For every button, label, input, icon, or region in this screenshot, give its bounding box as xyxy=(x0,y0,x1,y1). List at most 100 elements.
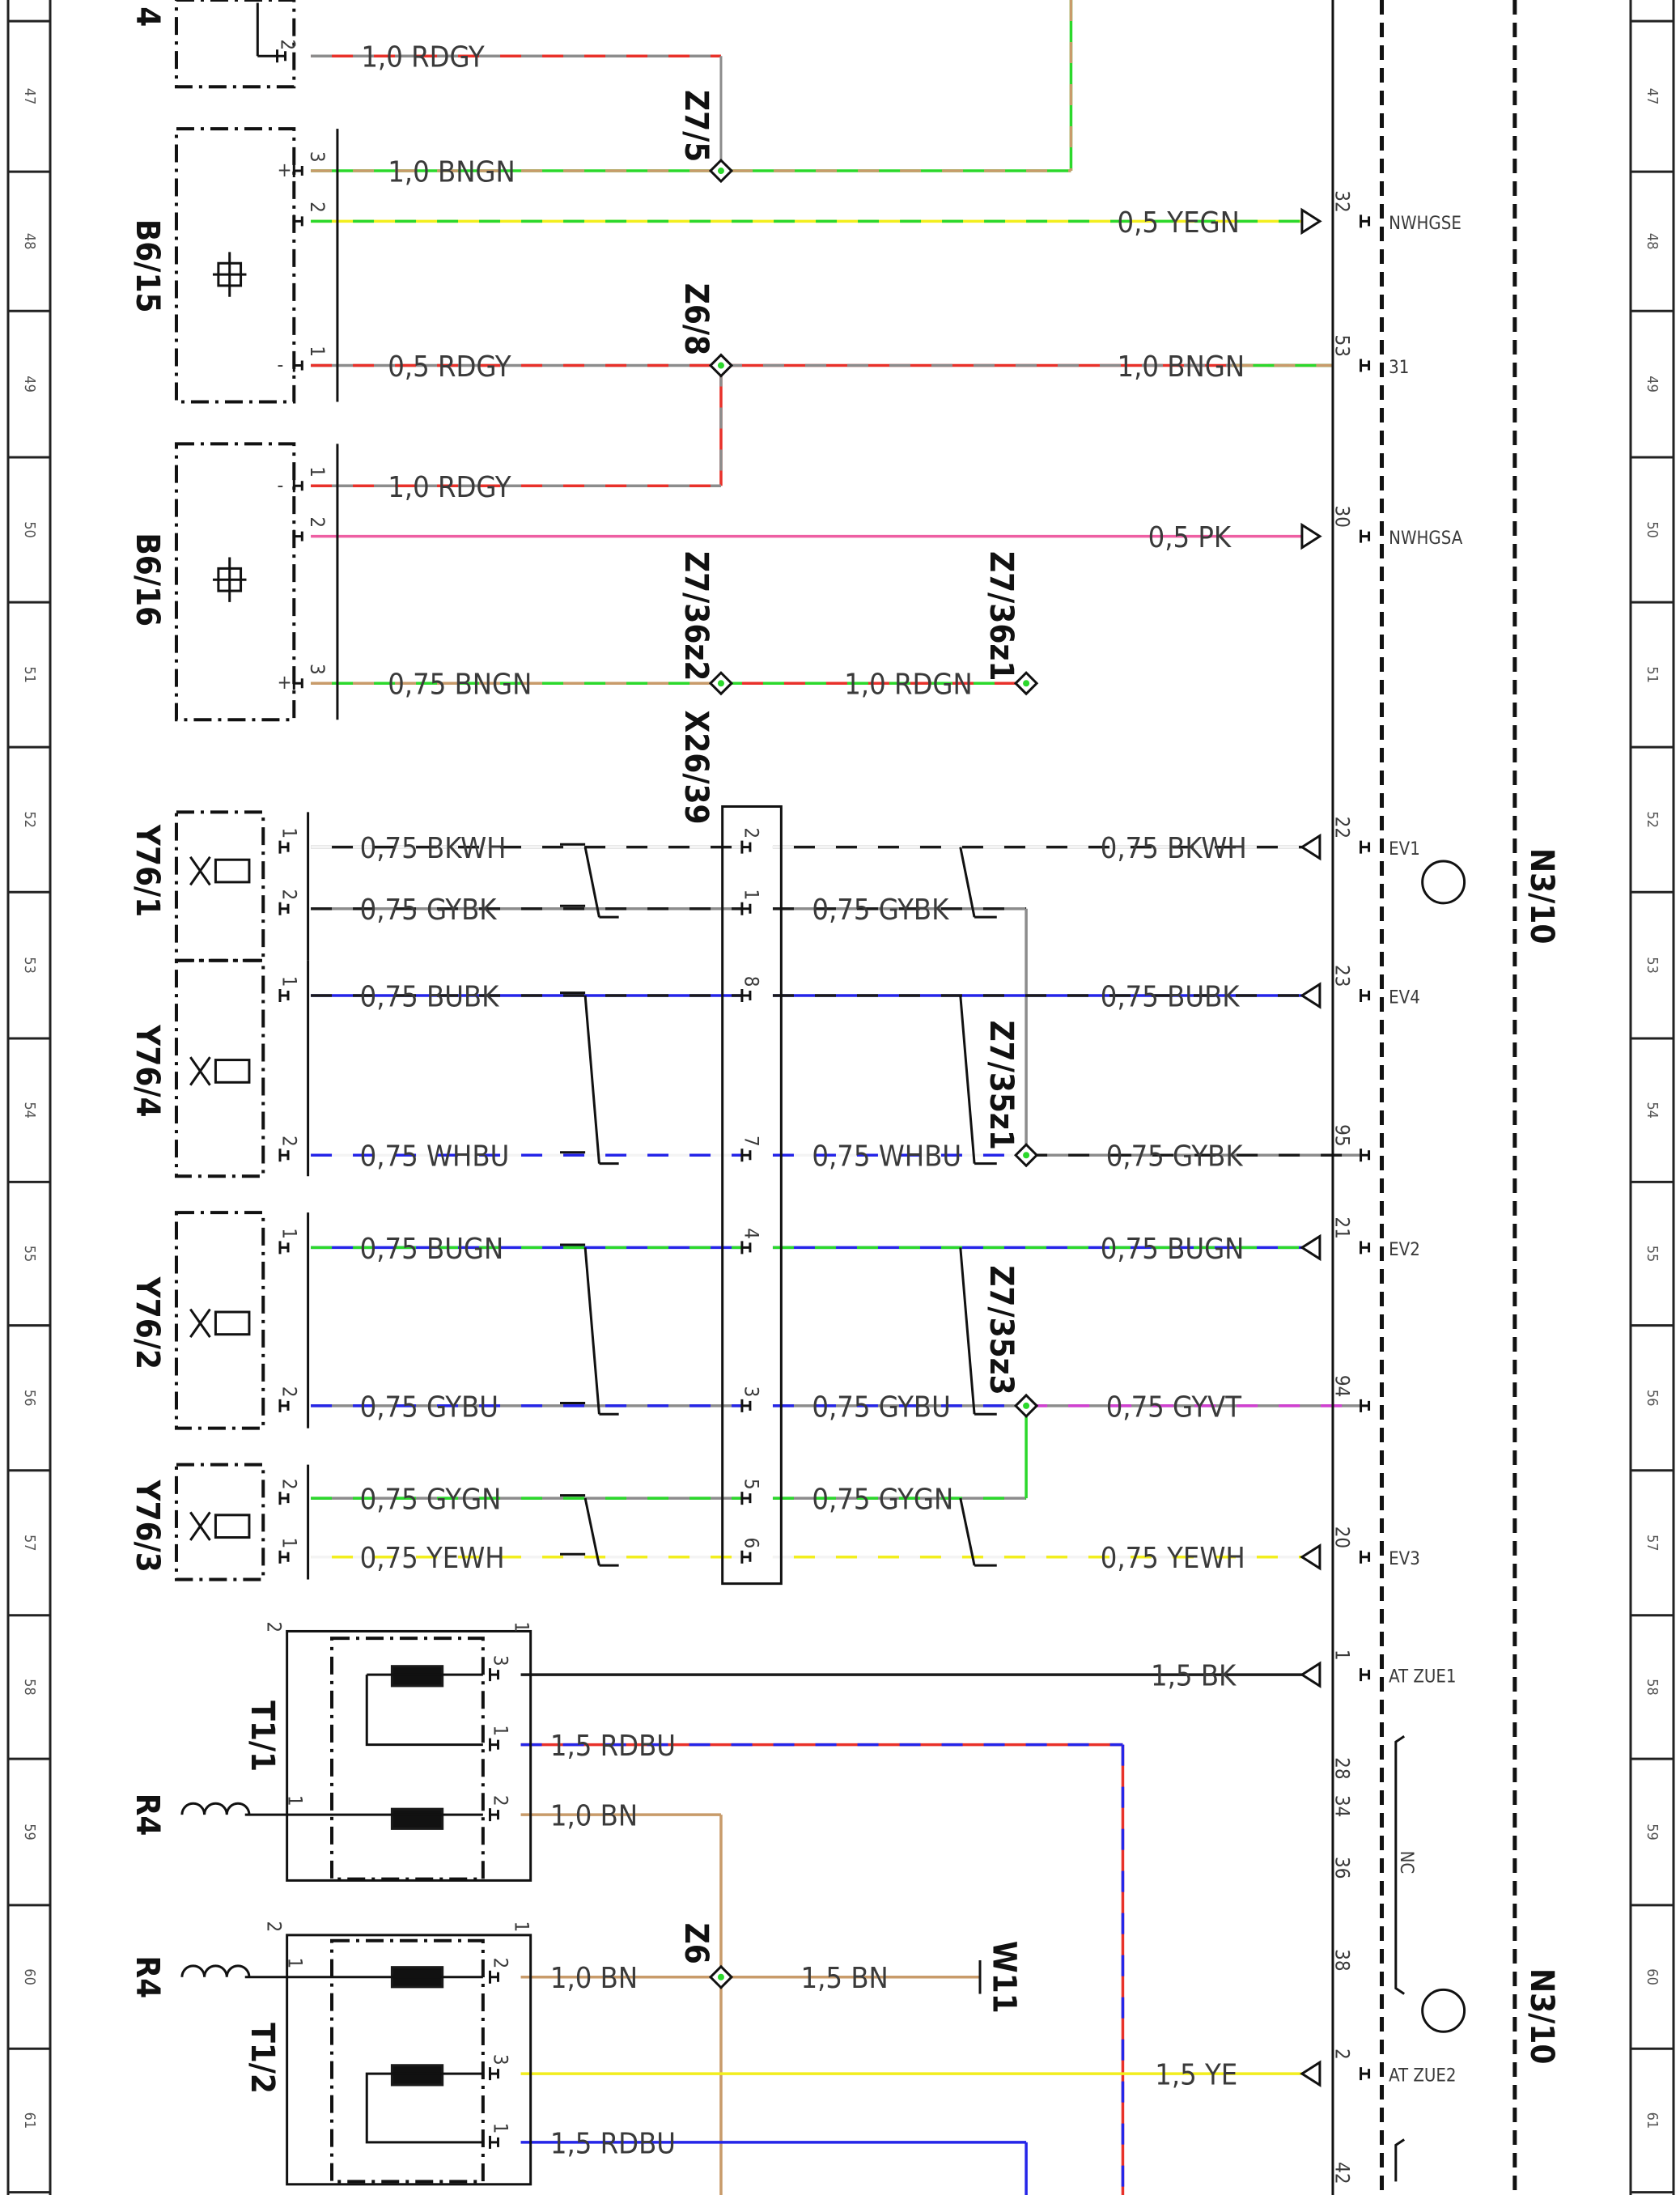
pin-connector xyxy=(1360,1399,1371,1412)
component-label: Y76/3 xyxy=(129,1480,166,1573)
pin-connector xyxy=(489,1970,499,1984)
pin-connector xyxy=(1360,1148,1371,1162)
row-number-left: 50 xyxy=(21,521,38,538)
pin-label: 2 xyxy=(278,1136,300,1147)
twist-marker xyxy=(583,1497,600,1566)
pin-label: 95 xyxy=(1330,1124,1353,1146)
splice-label: Z7/35z1 xyxy=(982,1021,1020,1150)
valve-icon xyxy=(189,1308,211,1339)
signal-label: AT ZUE2 xyxy=(1389,2066,1456,2087)
pin-connector xyxy=(1360,1550,1371,1564)
valve-icon xyxy=(189,1056,211,1086)
twist-marker xyxy=(959,847,976,918)
solenoid-icon xyxy=(214,1310,251,1336)
twist-marker xyxy=(583,1247,600,1415)
pin-label: 3 xyxy=(306,151,329,163)
arrow-in-icon xyxy=(1300,1661,1322,1688)
pin-label: 3 xyxy=(490,1655,512,1666)
pin-label: 34 xyxy=(1330,1795,1353,1817)
splice-z6 xyxy=(708,1964,734,1989)
wire-label: 0,75 YEWH xyxy=(360,1542,505,1575)
splice-dot xyxy=(1023,1402,1030,1409)
pin-connector xyxy=(489,2135,499,2149)
row-number-left: 49 xyxy=(21,376,38,393)
spark-plug-icon xyxy=(180,1964,251,1977)
pin-label: 2 xyxy=(278,1386,300,1398)
pin-label: 1 xyxy=(490,2123,512,2134)
polarity-label: - xyxy=(278,354,284,376)
component-box-top xyxy=(174,0,296,89)
coil-wire xyxy=(365,1675,483,1747)
pin-connector xyxy=(1360,840,1371,854)
component-label: N3/10 xyxy=(1523,1968,1560,2064)
splice-dot xyxy=(717,362,724,369)
pin-label: 21 xyxy=(1330,1216,1353,1238)
pin-connector xyxy=(1360,359,1371,372)
pin-label: 28 xyxy=(1330,1757,1353,1779)
pin-connector xyxy=(292,164,303,178)
row-number-left: 57 xyxy=(21,1535,38,1552)
arrow-in-icon xyxy=(1300,982,1322,1009)
component-box-y76_2 xyxy=(174,1211,265,1430)
splice-label: Z7/5 xyxy=(677,90,715,162)
wire-label: 0,75 BNGN xyxy=(388,669,532,702)
splice-label: Z7/36z2 xyxy=(677,551,715,681)
component-box-t1-2 xyxy=(330,1938,485,2184)
signal-label: EV4 xyxy=(1389,987,1420,1008)
row-number-left: 58 xyxy=(21,1679,38,1696)
splice-z7-36z2 xyxy=(708,671,734,696)
component-label: Y76/1 xyxy=(129,824,166,917)
component-box-t1-1 xyxy=(330,1637,485,1881)
component-label: B6/16 xyxy=(129,533,166,626)
polarity-label: + xyxy=(278,159,292,181)
sensor-icon xyxy=(217,567,243,592)
pin-label: 22 xyxy=(1330,817,1353,839)
row-number-right: 59 xyxy=(1644,1824,1661,1840)
pin-label: 2 xyxy=(262,1621,285,1632)
pin-label: 2 xyxy=(490,1958,512,1969)
pin-label: 1 xyxy=(278,827,300,839)
pin-connector xyxy=(292,677,303,690)
wire-label: 1,0 BNGN xyxy=(388,156,515,189)
pin-label: 2 xyxy=(277,39,299,50)
pin-connector xyxy=(1360,529,1371,543)
spark-plug-icon xyxy=(180,1802,251,1815)
wire-label: 1,0 BNGN xyxy=(1118,350,1245,384)
pin-label: 30 xyxy=(1330,506,1353,528)
pin-connector xyxy=(740,1399,752,1412)
row-number-right: 53 xyxy=(1644,957,1661,974)
pin-label: 53 xyxy=(1330,334,1353,356)
controller-icon xyxy=(1421,1988,1466,2033)
pin-label: 2 xyxy=(278,1479,300,1490)
pin-label: 3 xyxy=(306,664,329,675)
wire-label: 1,5 BN xyxy=(801,1962,889,1995)
wire-label: 0,5 YEGN xyxy=(1118,206,1240,240)
arrow-out-icon xyxy=(1300,207,1322,236)
row-number-left: 51 xyxy=(21,666,38,683)
signal-label: EV3 xyxy=(1389,1549,1420,1569)
splice-z7-35z3 xyxy=(1013,1393,1039,1419)
wire-label: 1,0 RDGY xyxy=(388,471,511,504)
pin-label: 1 xyxy=(283,1795,306,1807)
row-number-right: 60 xyxy=(1644,1968,1661,1985)
wires xyxy=(311,0,1361,2195)
pin-connector xyxy=(489,1738,499,1751)
wire-label: 0,75 GYVT xyxy=(1106,1390,1242,1424)
pin-connector xyxy=(1360,1668,1371,1682)
wire-label: 0,75 GYBU xyxy=(360,1390,498,1424)
wire-label: 1,5 RDBU xyxy=(550,1730,676,1763)
component-label: T1/2 xyxy=(244,2023,281,2094)
row-number-right: 51 xyxy=(1644,666,1661,683)
splice-z7-36z1 xyxy=(1013,671,1039,696)
pin-label: 5 xyxy=(740,1479,762,1490)
twist-marker xyxy=(959,995,976,1164)
pin-label: 1 xyxy=(511,1921,533,1933)
pin-label: 1 xyxy=(278,976,300,987)
pin-label: 3 xyxy=(740,1386,762,1398)
pin-label: 3 xyxy=(490,2054,512,2066)
row-number-right: 47 xyxy=(1644,88,1661,105)
coil-frame-t1-2 xyxy=(286,1934,532,2186)
pin-connector xyxy=(292,479,303,493)
row-number-right: 48 xyxy=(1644,233,1661,250)
